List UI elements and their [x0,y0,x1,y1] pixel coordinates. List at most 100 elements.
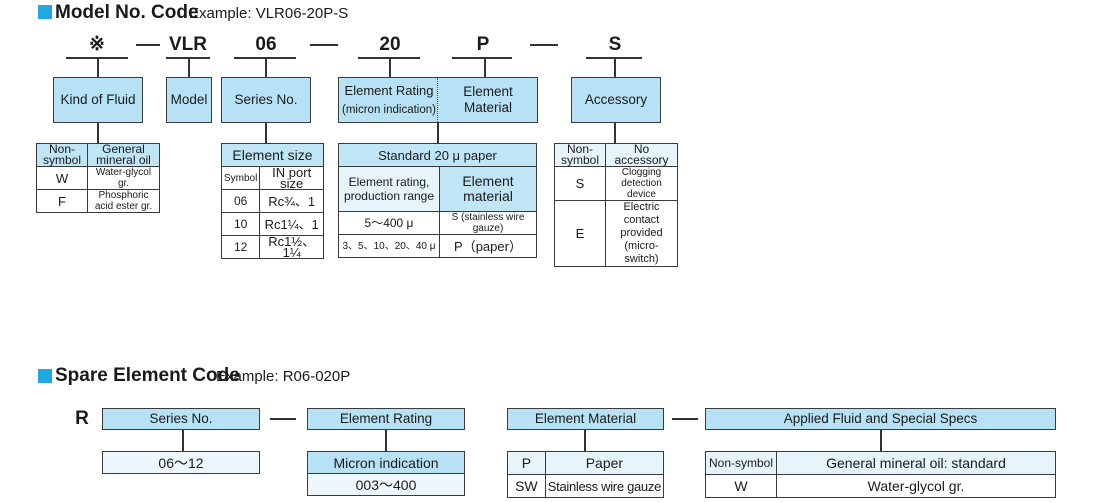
spare-dash [672,418,698,420]
spare-material-code: P [507,451,546,475]
spare-rating-box: Element Rating [307,408,465,430]
element-rating-part: Element Rating (micron indication) [339,83,439,118]
series-no-label: Series No. [234,92,298,107]
underline-series [234,57,296,59]
connector [265,59,267,77]
section-marker-model [38,5,52,19]
underline-accessory [586,57,642,59]
connector [97,123,99,143]
accessory-table: Non-symbol No accessory S Clogging detec… [554,143,678,267]
connector [880,430,882,451]
spare-fluid-table: Non-symbol General mineral oil: standard… [705,451,1056,498]
fluid-table: Non-symbol General mineral oil W Water-g… [36,143,160,213]
element-table-header: Standard 20 μ paper [338,143,537,167]
connector [389,59,391,77]
size-symbol: 10 [220,212,261,236]
model-section-title: Model No. Code [55,2,199,23]
spare-fluid-box: Applied Fluid and Special Specs [705,408,1056,430]
element-rating-label: Element Rating [344,82,434,98]
size-port: Rc¾、1 [259,189,324,213]
rating-divider [437,78,438,122]
size-col-port: IN port size [259,166,324,190]
accessory-code: S [554,166,606,201]
underline-model [166,57,210,59]
model-example: Example: VLR06-20P-S [189,5,349,22]
size-port: Rc1¼、1 [259,212,324,236]
accessory-box: Accessory [571,77,661,123]
fluid-code: Non-symbol [36,143,88,167]
spare-fluid-desc: General mineral oil: standard [776,451,1056,475]
element-material-value: S (stainless wire gauze) [439,211,537,235]
spare-rating-value-text: 003～400 [355,476,417,493]
code-model: VLR [169,34,207,55]
size-symbol: 06 [220,189,261,213]
connector [614,59,616,77]
element-col-rating: Element rating, production range [338,166,440,212]
size-col-symbol: Symbol [220,166,261,190]
spare-rating-value: 003～400 [307,473,465,496]
model-label: Model [170,92,208,107]
spare-series-value: 06～12 [102,451,260,474]
kind-of-fluid-box: Kind of Fluid [53,77,143,123]
spare-series-value-text: 06～12 [158,454,204,471]
element-material-value: P（paper） [439,234,537,258]
spare-material-desc: Stainless wire gauze [544,474,665,498]
spare-series-label: Series No. [149,411,213,426]
element-rating-box: Element Rating (micron indication) Eleme… [338,77,538,123]
spare-rating-header-text: Micron indication [333,454,439,471]
spare-example: Example: R06-020P [216,368,351,385]
code-dash [136,44,160,46]
spare-fluid-desc: Water-glycol gr. [776,474,1056,498]
spare-fluid-code: W [705,474,777,498]
code-material: P [476,34,490,55]
size-symbol: 12 [220,235,261,259]
code-dash [310,44,338,46]
element-rating-table: Standard 20 μ paper Element rating, prod… [338,143,537,258]
spare-series-box: Series No. [102,408,260,430]
model-box: Model [166,77,212,123]
element-material-part: Element Material [439,84,537,116]
code-accessory: S [608,34,622,55]
connector [97,59,99,77]
kind-of-fluid-label: Kind of Fluid [60,92,136,107]
accessory-label: Accessory [584,92,648,107]
element-material-label: Element Material [463,84,513,115]
spare-dash [270,418,296,420]
connector [188,59,190,77]
code-rating: 20 [379,34,401,55]
accessory-desc: No accessory [605,143,678,167]
code-dash [530,44,558,46]
element-rating-sublabel: (micron indication) [342,103,436,116]
connector [614,123,616,143]
accessory-code: E [554,200,606,267]
spare-rating-header: Micron indication [307,451,465,474]
connector [265,123,267,143]
element-rating-value: 5～400 μ [338,211,440,235]
spare-section-title: Spare Element Code [55,365,240,386]
spare-material-code: SW [507,474,546,498]
connector [584,430,586,451]
section-marker-spare [38,369,52,383]
accessory-desc: Clogging detection device [605,166,678,201]
connector [385,430,387,451]
code-series: 06 [255,34,277,55]
fluid-desc: Phosphoric acid ester gr. [87,189,160,213]
spare-material-box: Element Material [507,408,664,430]
connector [437,123,439,143]
element-col-material: Element material [439,166,537,212]
accessory-desc: Electric contact provided (micro-switch) [605,200,678,267]
fluid-code: W [36,166,88,190]
accessory-code: Non-symbol [554,143,606,167]
underline-material [452,57,512,59]
spare-material-desc: Paper [544,451,665,475]
series-no-box: Series No. [221,77,311,123]
code-fluid: ※ [89,34,105,55]
spare-material-label: Element Material [534,411,637,426]
element-size-table: Element size Symbol IN port size 06 Rc¾、… [220,143,324,259]
size-port: Rc1½、1¼ [259,235,324,259]
connector [484,59,486,77]
connector [182,430,184,451]
fluid-desc: General mineral oil [87,143,160,167]
spare-fluid-code: Non-symbol [705,451,777,475]
spare-material-table: P Paper SW Stainless wire gauze [507,451,665,498]
